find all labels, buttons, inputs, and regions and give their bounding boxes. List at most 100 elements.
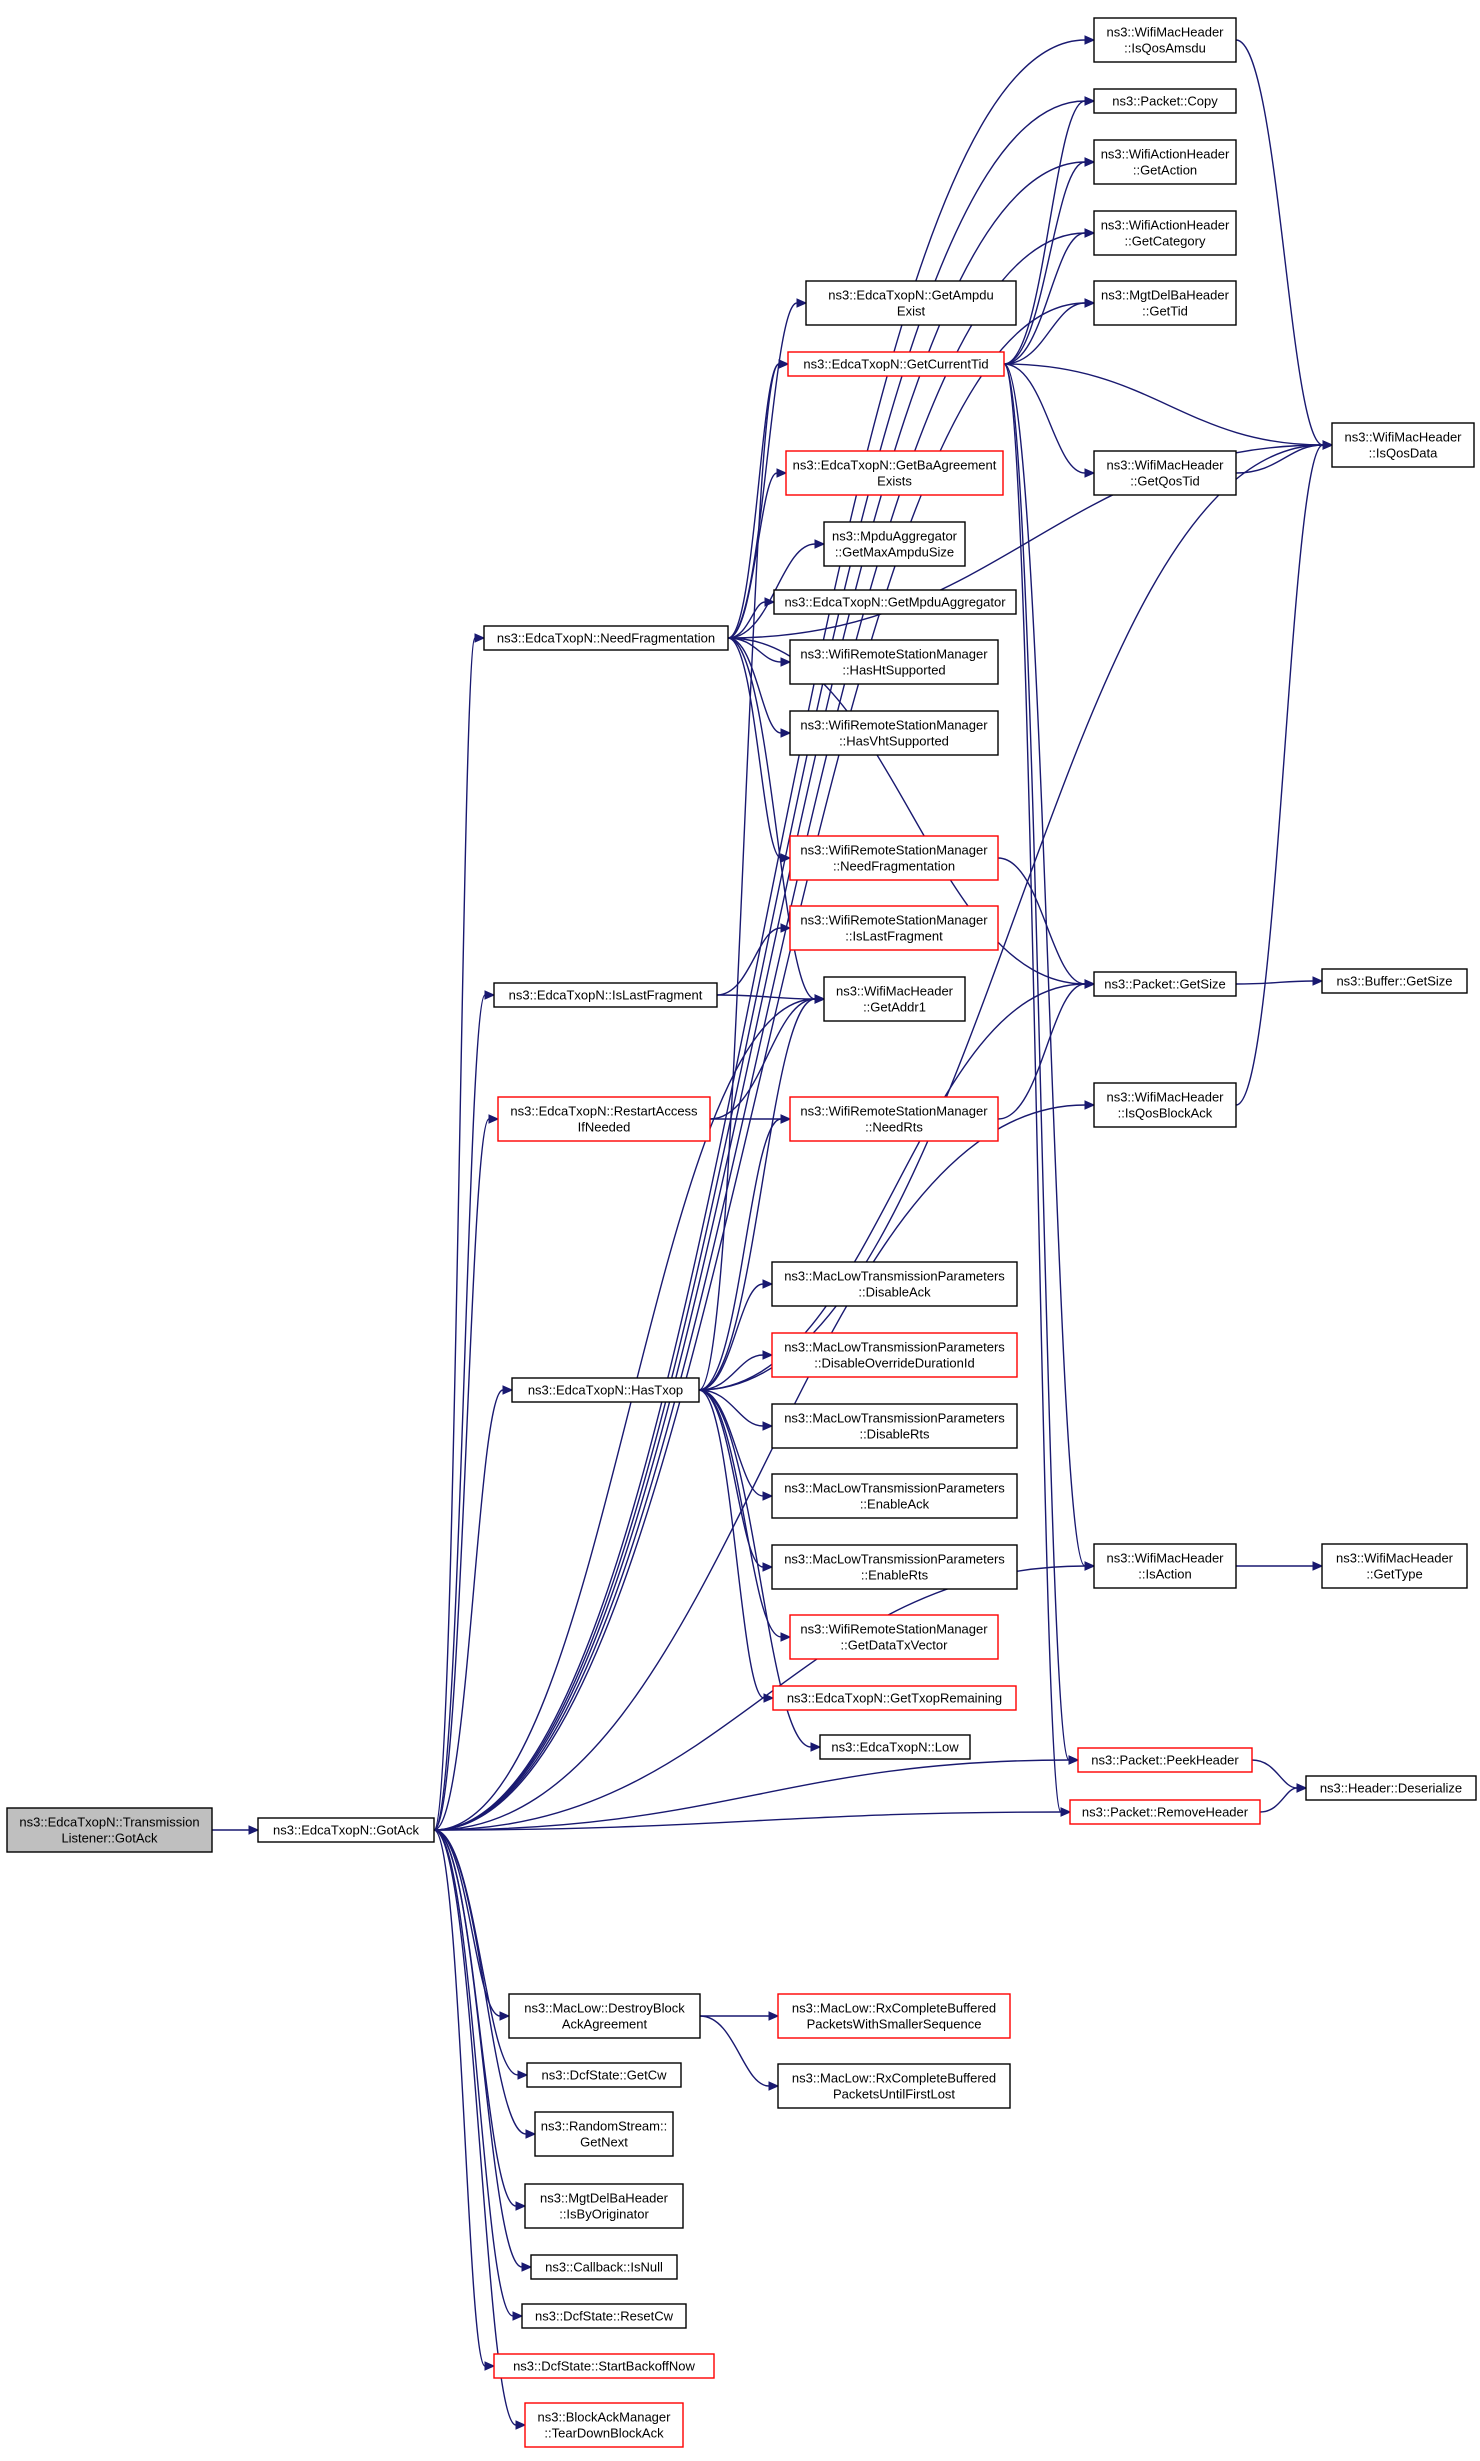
node-disableoverride[interactable]: ns3::MacLowTransmissionParameters::Disab… bbox=[771, 1332, 1018, 1378]
node-root[interactable]: ns3::EdcaTxopN::TransmissionListener::Go… bbox=[6, 1807, 213, 1853]
node-label: ns3::MacLowTransmissionParameters bbox=[784, 1269, 1005, 1284]
edge-hastxop-to-gettxoprem bbox=[698, 1389, 775, 1703]
edge-getcurtid-to-isaction bbox=[1003, 363, 1096, 1571]
node-dcfgetcw[interactable]: ns3::DcfState::GetCw bbox=[526, 2062, 682, 2088]
edge-line bbox=[1259, 1787, 1298, 1813]
node-isaction[interactable]: ns3::WifiMacHeader::IsAction bbox=[1093, 1543, 1237, 1589]
edge-pktgetsize-to-bufgetsize bbox=[1235, 976, 1324, 986]
node-pktcopy[interactable]: ns3::Packet::Copy bbox=[1093, 88, 1237, 114]
node-rxuntil[interactable]: ns3::MacLow::RxCompleteBufferedPacketsUn… bbox=[777, 2063, 1011, 2109]
node-getcategory[interactable]: ns3::WifiActionHeader::GetCategory bbox=[1093, 210, 1237, 256]
edge-gotack-to-teardown bbox=[433, 1829, 527, 2430]
edge-arrowhead bbox=[484, 2361, 496, 2371]
node-low[interactable]: ns3::EdcaTxopN::Low bbox=[819, 1734, 971, 1760]
node-box bbox=[508, 1993, 701, 2039]
node-box bbox=[530, 2254, 678, 2280]
node-getmaxampdu[interactable]: ns3::MpduAggregator::GetMaxAmpduSize bbox=[823, 521, 966, 567]
node-startbackoff[interactable]: ns3::DcfState::StartBackoffNow bbox=[493, 2353, 715, 2379]
edge-line bbox=[716, 994, 816, 1000]
node-label: ns3::EdcaTxopN::GetCurrentTid bbox=[803, 357, 988, 372]
node-peekheader[interactable]: ns3::Packet::PeekHeader bbox=[1077, 1747, 1253, 1773]
node-label: Listener::GotAck bbox=[61, 1831, 158, 1846]
node-getdatatx[interactable]: ns3::WifiRemoteStationManager::GetDataTx… bbox=[789, 1614, 999, 1660]
node-resetcw[interactable]: ns3::DcfState::ResetCw bbox=[521, 2303, 687, 2329]
edge-gotack-to-isqosblockack bbox=[433, 1100, 1096, 1831]
node-isqosamsdu[interactable]: ns3::WifiMacHeader::IsQosAmsdu bbox=[1093, 17, 1237, 63]
edge-arrowhead bbox=[488, 1114, 500, 1124]
node-box bbox=[805, 280, 1017, 326]
edge-arrowhead bbox=[499, 2011, 511, 2021]
edge-line bbox=[433, 1389, 504, 1831]
edge-arrowhead bbox=[780, 728, 792, 738]
edge-line bbox=[433, 998, 816, 1831]
edge-line bbox=[1235, 980, 1314, 985]
edge-line bbox=[699, 2015, 770, 2087]
node-needrts[interactable]: ns3::WifiRemoteStationManager::NeedRts bbox=[789, 1096, 999, 1142]
edge-line bbox=[727, 637, 782, 734]
node-isnull[interactable]: ns3::Callback::IsNull bbox=[530, 2254, 678, 2280]
node-label: ns3::Packet::RemoveHeader bbox=[1082, 1805, 1249, 1820]
node-enablerts[interactable]: ns3::MacLowTransmissionParameters::Enabl… bbox=[771, 1544, 1018, 1590]
node-label: ns3::MacLowTransmissionParameters bbox=[784, 1552, 1005, 1567]
node-getaction[interactable]: ns3::WifiActionHeader::GetAction bbox=[1093, 139, 1237, 185]
node-isqosdata[interactable]: ns3::WifiMacHeader::IsQosData bbox=[1331, 422, 1475, 468]
node-wrsmneedfrag[interactable]: ns3::WifiRemoteStationManager::NeedFragm… bbox=[789, 835, 999, 881]
node-needfrag[interactable]: ns3::EdcaTxopN::NeedFragmentation bbox=[483, 625, 729, 651]
node-isqosblockack[interactable]: ns3::WifiMacHeader::IsQosBlockAck bbox=[1093, 1082, 1237, 1128]
node-label: ns3::WifiMacHeader bbox=[1106, 1090, 1224, 1105]
edge-arrowhead bbox=[512, 2311, 524, 2321]
node-getmpduagg[interactable]: ns3::EdcaTxopN::GetMpduAggregator bbox=[773, 589, 1017, 615]
edge-line bbox=[433, 1829, 523, 2268]
node-mgtgettid[interactable]: ns3::MgtDelBaHeader::GetTid bbox=[1093, 280, 1237, 326]
node-wrsmislastfrag[interactable]: ns3::WifiRemoteStationManager::IsLastFra… bbox=[789, 905, 999, 951]
node-label: ::GetMaxAmpduSize bbox=[835, 545, 954, 560]
node-getcurtid[interactable]: ns3::EdcaTxopN::GetCurrentTid bbox=[787, 351, 1005, 377]
node-gettxoprem[interactable]: ns3::EdcaTxopN::GetTxopRemaining bbox=[772, 1685, 1017, 1711]
node-bufgetsize[interactable]: ns3::Buffer::GetSize bbox=[1321, 968, 1468, 994]
edge-getcurtid-to-removeheader bbox=[1003, 363, 1072, 1817]
node-gotack[interactable]: ns3::EdcaTxopN::GotAck bbox=[257, 1817, 435, 1843]
node-removeheader[interactable]: ns3::Packet::RemoveHeader bbox=[1069, 1799, 1261, 1825]
node-deserialize[interactable]: ns3::Header::Deserialize bbox=[1305, 1775, 1477, 1801]
node-label: ns3::Packet::Copy bbox=[1112, 94, 1218, 109]
edge-line bbox=[709, 998, 816, 1120]
edge-line bbox=[433, 39, 1086, 1831]
node-getqostid[interactable]: ns3::WifiMacHeader::GetQosTid bbox=[1093, 450, 1237, 496]
node-label: ns3::MpduAggregator bbox=[832, 529, 958, 544]
node-label: ::NeedFragmentation bbox=[833, 859, 955, 874]
node-isbyorig[interactable]: ns3::MgtDelBaHeader::IsByOriginator bbox=[524, 2183, 684, 2229]
edge-line bbox=[1003, 161, 1086, 365]
edge-hastxop-to-disableack bbox=[698, 1279, 774, 1391]
node-label: ::GetTid bbox=[1142, 304, 1188, 319]
node-box bbox=[789, 710, 999, 756]
edge-line bbox=[1003, 302, 1086, 365]
node-teardown[interactable]: ns3::BlockAckManager::TearDownBlockAck bbox=[524, 2402, 684, 2448]
edge-arrowhead bbox=[763, 1693, 775, 1703]
node-label: ::GetType bbox=[1366, 1567, 1422, 1582]
node-hastxop[interactable]: ns3::EdcaTxopN::HasTxop bbox=[511, 1377, 700, 1403]
node-hashtsup[interactable]: ns3::WifiRemoteStationManager::HasHtSupp… bbox=[789, 639, 999, 685]
node-hasvhtsup[interactable]: ns3::WifiRemoteStationManager::HasVhtSup… bbox=[789, 710, 999, 756]
edge-line bbox=[698, 998, 816, 1391]
node-box bbox=[524, 2402, 684, 2448]
edge-line bbox=[1003, 363, 1086, 474]
node-disablerts[interactable]: ns3::MacLowTransmissionParameters::Disab… bbox=[771, 1403, 1018, 1449]
node-rsgetnext[interactable]: ns3::RandomStream::GetNext bbox=[534, 2111, 674, 2157]
edge-line bbox=[433, 1829, 527, 2135]
edge-arrowhead bbox=[762, 1279, 774, 1289]
node-getaddr1[interactable]: ns3::WifiMacHeader::GetAddr1 bbox=[823, 976, 966, 1022]
node-label: ns3::EdcaTxopN::GetBaAgreement bbox=[793, 458, 997, 473]
node-box bbox=[771, 1544, 1018, 1590]
edge-arrowhead bbox=[1084, 35, 1096, 45]
node-rxsmaller[interactable]: ns3::MacLow::RxCompleteBufferedPacketsWi… bbox=[777, 1993, 1011, 2039]
node-box bbox=[1093, 971, 1237, 997]
node-disableack[interactable]: ns3::MacLowTransmissionParameters::Disab… bbox=[771, 1261, 1018, 1307]
node-pktgetsize[interactable]: ns3::Packet::GetSize bbox=[1093, 971, 1237, 997]
node-gettype[interactable]: ns3::WifiMacHeader::GetType bbox=[1321, 1543, 1468, 1589]
node-enableack[interactable]: ns3::MacLowTransmissionParameters::Enabl… bbox=[771, 1473, 1018, 1519]
node-islastfrag[interactable]: ns3::EdcaTxopN::IsLastFragment bbox=[493, 982, 718, 1008]
